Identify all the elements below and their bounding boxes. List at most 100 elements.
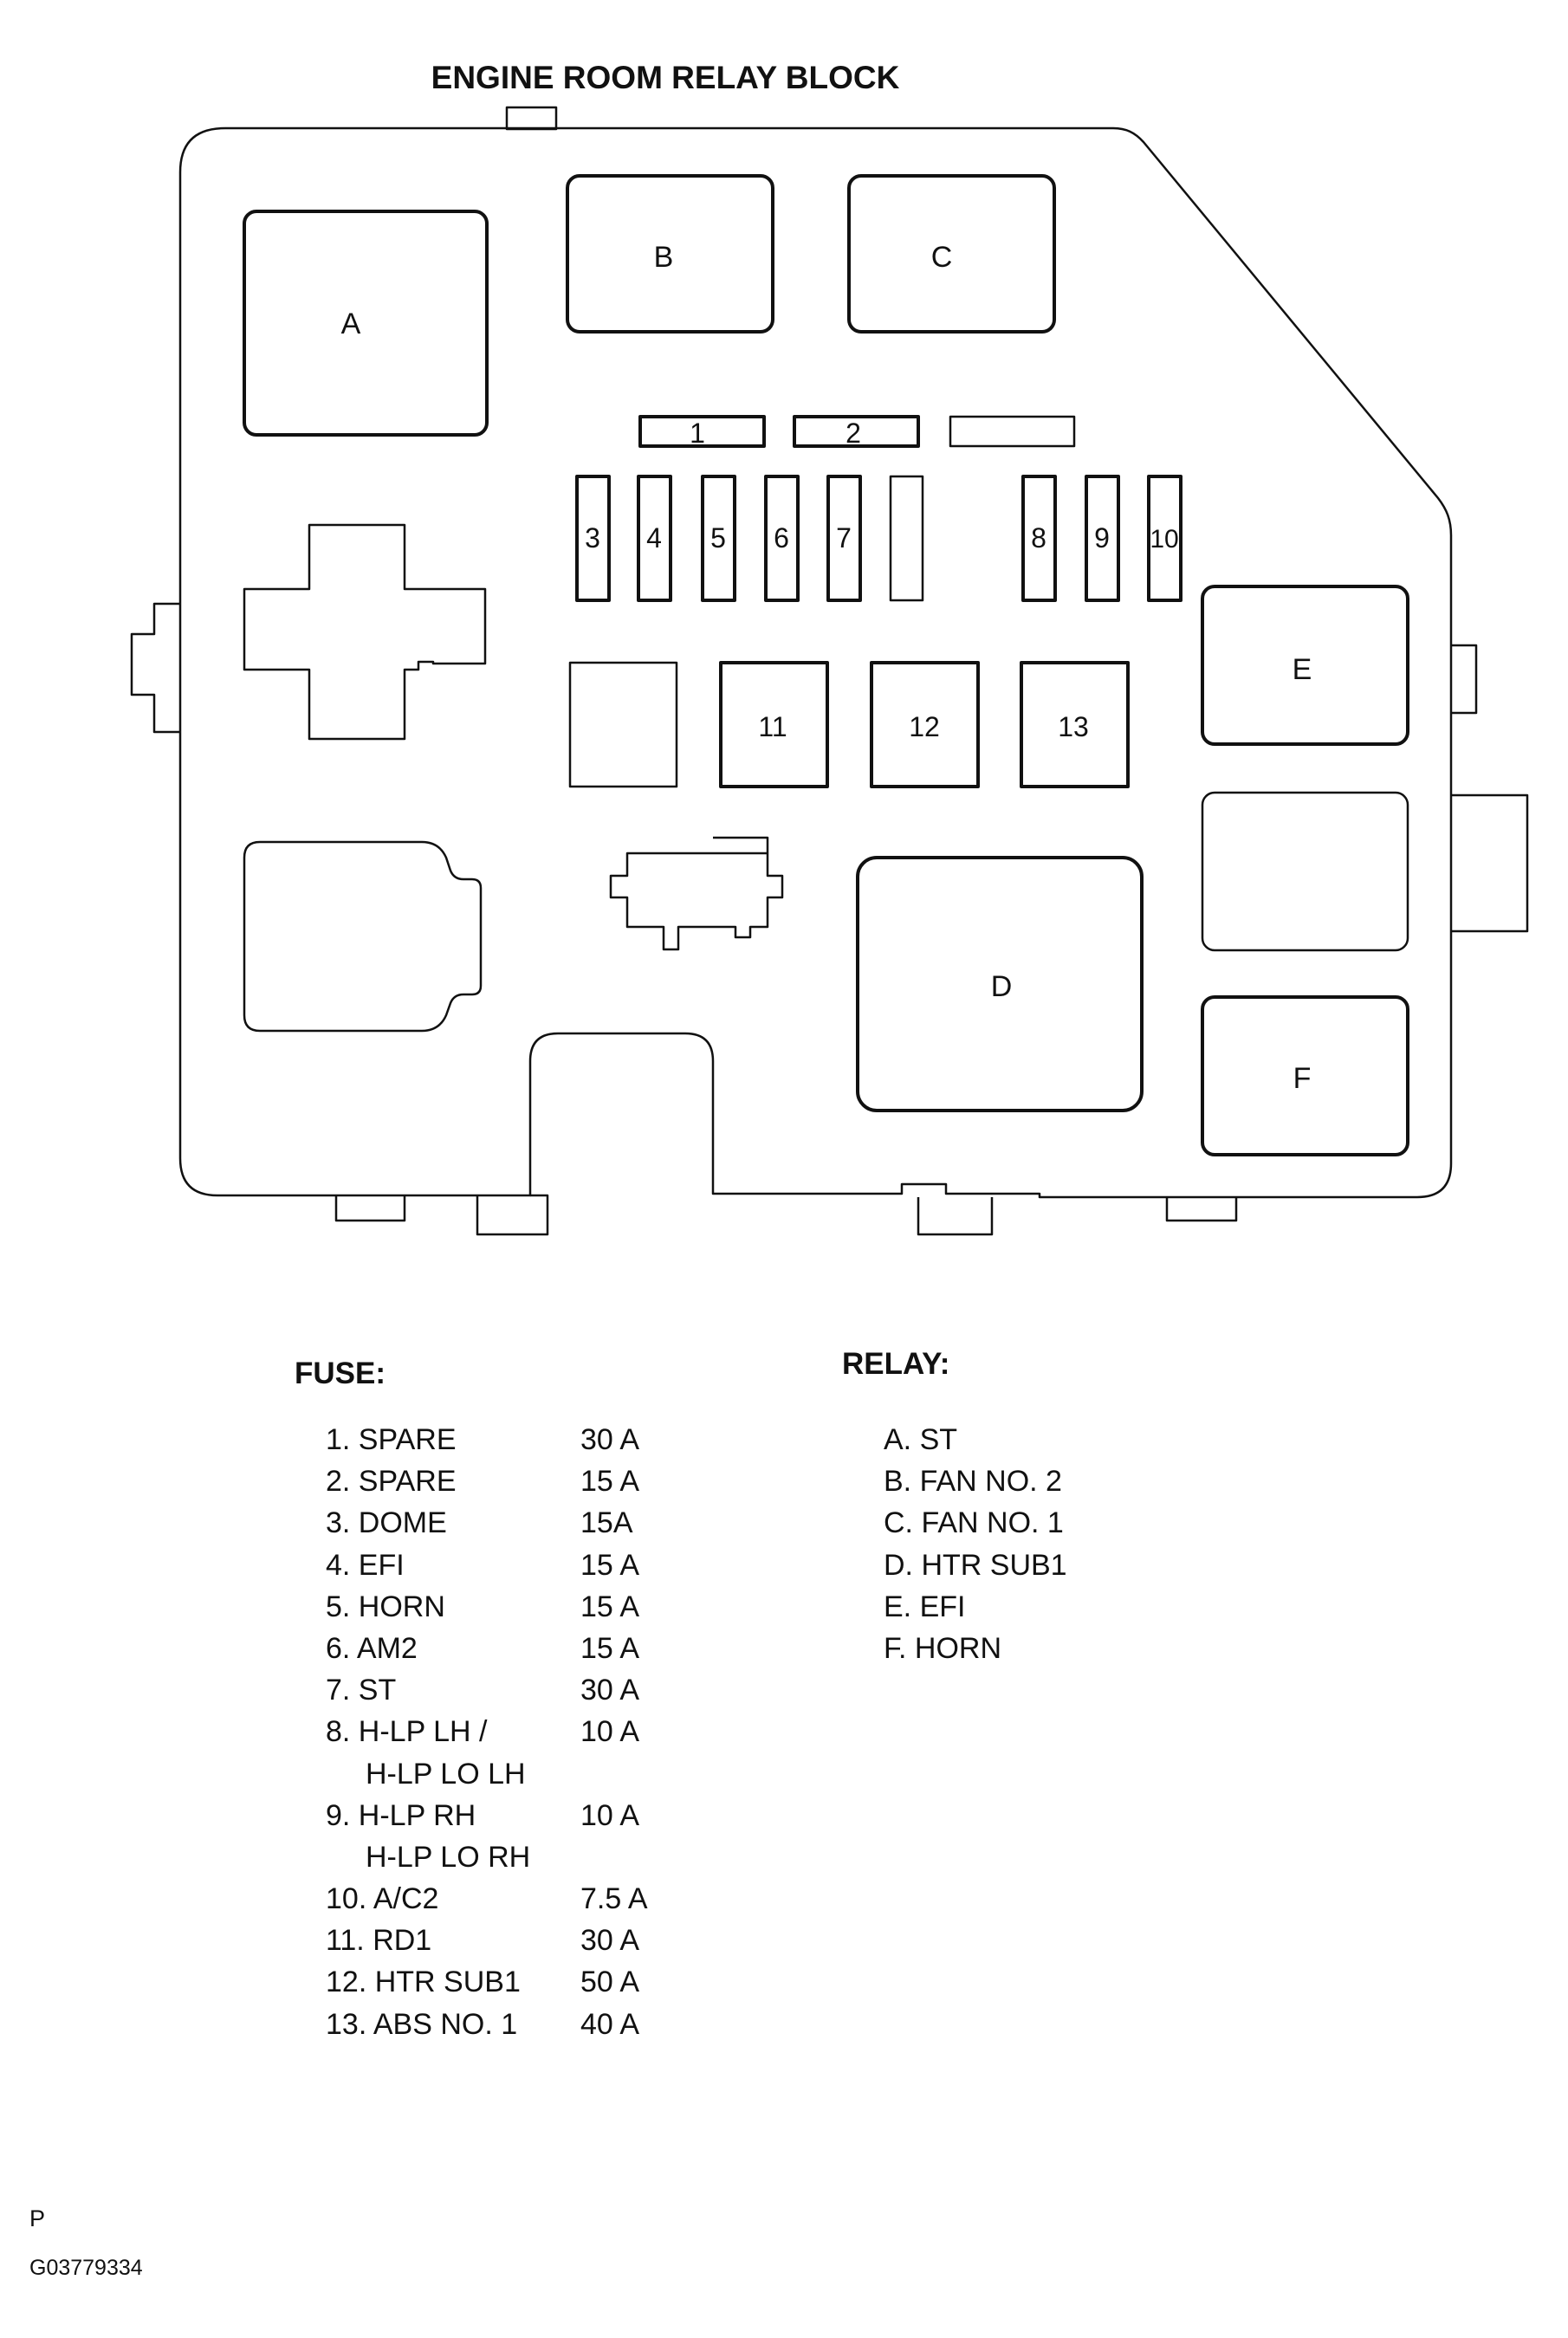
relay-e-label: E [1293, 653, 1312, 686]
relay-a-label: A [341, 308, 361, 340]
bottom-tab-center-right [917, 1197, 994, 1236]
fuse-5-label: 5 [710, 522, 726, 554]
empty-relay-slot [1201, 791, 1409, 952]
fuse-legend-name: 3. DOME [326, 1506, 447, 1540]
fuse-legend-row: 5. HORN 15 A [326, 1586, 639, 1628]
relay-a: A [243, 210, 489, 437]
fuse-4: 4 [637, 475, 672, 602]
relay-legend-row: A. ST [884, 1423, 958, 1456]
fuse-legend-heading: FUSE: [295, 1357, 386, 1390]
fuse-legend-row: 8. H-LP LH /10 A [326, 1711, 639, 1752]
block-housing [178, 126, 1453, 1199]
footer-code: G03779334 [29, 2256, 143, 2280]
fuse-legend-name: 8. H-LP LH / [326, 1715, 488, 1749]
relay-c: C [847, 174, 1056, 334]
fuse-legend-amperage: 30 A [580, 1674, 640, 1707]
fuse-7-label: 7 [836, 522, 852, 554]
fuse-legend-amperage: 10 A [580, 1798, 640, 1832]
fuse-11-label: 11 [758, 711, 787, 742]
fuse-legend-row: 11. RD1 30 A [326, 1920, 639, 1961]
fuse-9-label: 9 [1094, 522, 1110, 554]
fuse-10-label: 10 [1150, 525, 1178, 554]
relay-legend-row: E. EFI [884, 1590, 966, 1623]
fuse-9: 9 [1085, 475, 1120, 602]
fuse-legend-amperage: 40 A [580, 2007, 640, 2041]
fuse-legend-name: 10. A/C2 [326, 1882, 439, 1916]
fuse-legend-name: 6. AM2 [326, 1631, 418, 1665]
fuse-legend-name: 11. RD1 [326, 1924, 432, 1958]
fuse-6: 6 [764, 475, 800, 602]
fuse-legend-name: H-LP LO RH [366, 1840, 531, 1874]
fuse-6-label: 6 [774, 522, 789, 554]
relay-d: D [856, 856, 1144, 1112]
cross-bolt-post [243, 523, 487, 741]
relay-e: E [1201, 585, 1409, 746]
connector-housing-left [243, 840, 483, 1033]
fuse-legend-amperage: 15 A [580, 1631, 640, 1665]
empty-cartridge-slot [568, 661, 678, 788]
spare-fuse-slot-vertical [889, 475, 924, 602]
fuse-3-label: 3 [585, 522, 600, 554]
fuse-7: 7 [826, 475, 862, 602]
fuse-1: 1 [638, 415, 766, 449]
fuse-legend-row: H-LP LO LH [326, 1753, 526, 1795]
fuse-legend-name: 13. ABS NO. 1 [326, 2007, 518, 2041]
relay-block-diagram: ENGINE ROOM RELAY BLOCK A B C [130, 60, 1529, 1236]
fuse-8-label: 8 [1031, 522, 1046, 554]
fuse-legend-name: 5. HORN [326, 1590, 445, 1623]
relay-legend-row: D. HTR SUB1 [884, 1548, 1067, 1582]
relay-f-label: F [1293, 1062, 1312, 1095]
fuse-10: 10 [1147, 475, 1182, 602]
fuse-13: 13 [1020, 661, 1130, 788]
fuse-legend-row: 13. ABS NO. 1 40 A [326, 2004, 639, 2045]
fuse-legend-row: H-LP LO RH [326, 1836, 530, 1878]
diagram-title: ENGINE ROOM RELAY BLOCK [431, 60, 900, 95]
fuse-legend-amperage: 15 A [580, 1590, 640, 1623]
relay-legend-row: B. FAN NO. 2 [884, 1465, 1062, 1499]
relay-legend-heading: RELAY: [842, 1347, 950, 1381]
fuse-legend-amperage: 15A [580, 1506, 633, 1540]
fuse-legend-row: 9. H-LP RH 10 A [326, 1795, 639, 1836]
fuse-12-label: 12 [909, 711, 940, 742]
fuse-8: 8 [1021, 475, 1057, 602]
fuse-legend-row: 3. DOME 15A [326, 1502, 633, 1544]
fuse-legend-name: 2. SPARE [326, 1465, 457, 1499]
fuse-12: 12 [870, 661, 980, 788]
fuse-legend-amperage: 30 A [580, 1423, 640, 1456]
fuse-legend-name: 9. H-LP RH [326, 1798, 476, 1832]
fuse-legend-row: 7. ST 30 A [326, 1669, 639, 1711]
relay-d-label: D [991, 970, 1013, 1003]
top-tab [505, 106, 558, 131]
fuse-legend-name: 1. SPARE [326, 1423, 457, 1456]
fuse-legend-name: H-LP LO LH [366, 1757, 526, 1791]
fuse-3: 3 [575, 475, 611, 602]
bottom-tab-center-left [476, 1194, 549, 1236]
footer-letter: P [29, 2205, 46, 2231]
fuse-legend-amperage: 15 A [580, 1548, 640, 1582]
fuse-legend-name: 4. EFI [326, 1548, 405, 1582]
fuse-legend-amperage: 30 A [580, 1924, 640, 1958]
relay-b: B [566, 174, 774, 334]
fuse-legend-name: 7. ST [326, 1674, 397, 1707]
relay-f: F [1201, 995, 1409, 1156]
fuse-11: 11 [719, 661, 829, 788]
fuse-legend-row: 1. SPARE 30 A [326, 1419, 639, 1460]
fuse-legend-name: 12. HTR SUB1 [326, 1966, 521, 1999]
fuse-2: 2 [793, 415, 920, 449]
fuse-2-label: 2 [846, 418, 861, 449]
fuse-4-label: 4 [646, 522, 662, 554]
small-stepped-component [609, 836, 784, 951]
bottom-tab-left [334, 1195, 406, 1222]
fuse-13-label: 13 [1058, 711, 1089, 742]
fuse-1-label: 1 [690, 418, 705, 449]
bottom-tab-right [1165, 1197, 1238, 1222]
left-side-tab [130, 602, 180, 734]
fuse-5: 5 [701, 475, 736, 602]
